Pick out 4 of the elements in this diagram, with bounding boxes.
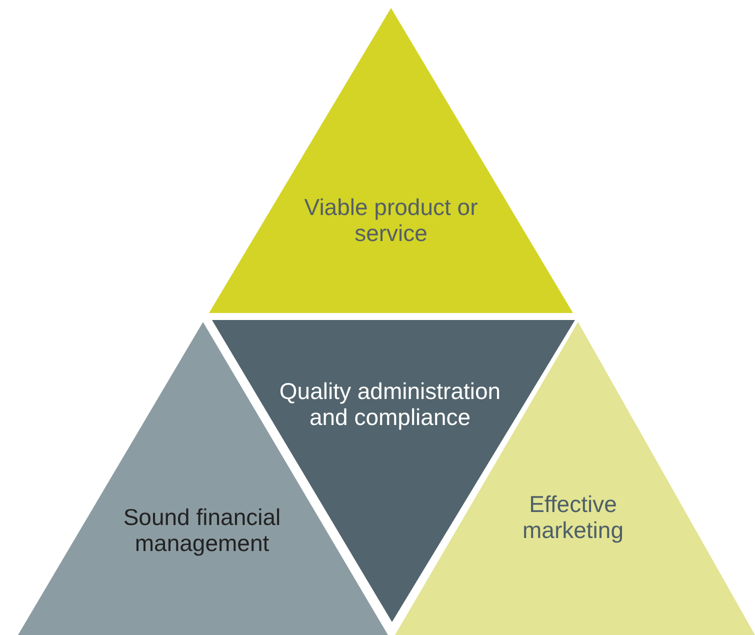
triangle-label: Quality administration and compliance xyxy=(278,378,502,430)
triangle-label: Effective marketing xyxy=(522,491,624,543)
triangle-label: Viable product or service xyxy=(303,194,479,246)
triangle-label: Sound financial management xyxy=(122,504,282,556)
